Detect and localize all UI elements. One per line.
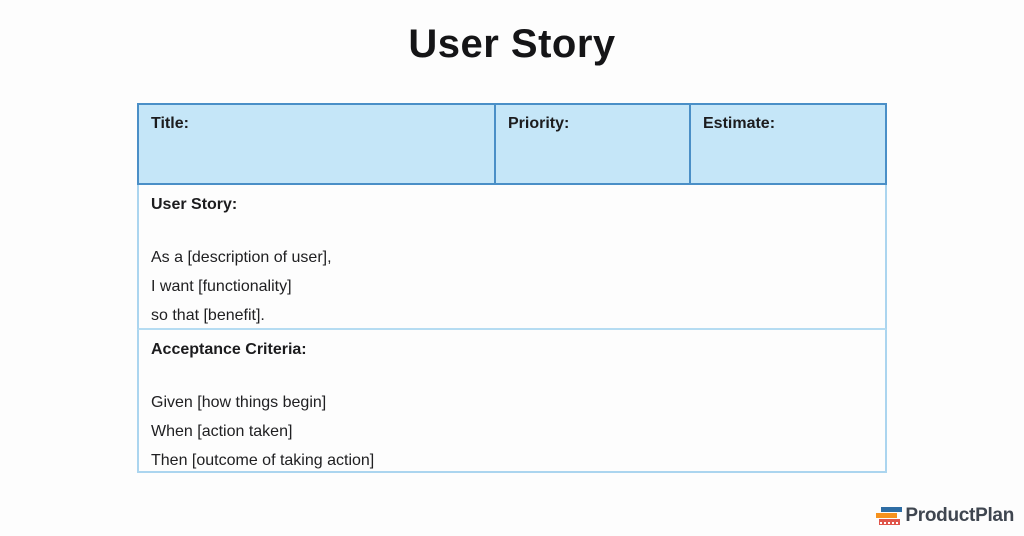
logo-bar-orange — [876, 512, 898, 518]
acceptance-criteria-line: Then [outcome of taking action] — [151, 452, 375, 469]
productplan-roadmap-bars-icon — [876, 506, 903, 527]
header-cell-priority: Priority: — [494, 105, 689, 183]
acceptance-criteria-line: When [action taken] — [151, 423, 293, 440]
productplan-logo-text: ProductPlan — [905, 505, 1014, 526]
logo-bar-red — [879, 518, 901, 525]
header-cell-title: Title: — [139, 105, 494, 183]
header-cell-estimate: Estimate: — [689, 105, 885, 183]
user-story-section-label: User Story: — [151, 196, 238, 213]
user-story-line: As a [description of user], — [151, 249, 332, 266]
acceptance-criteria-line: Given [how things begin] — [151, 394, 327, 411]
header-label-title: Title: — [151, 115, 189, 132]
user-story-table: Title: Priority: Estimate: User Story: A… — [137, 103, 887, 473]
acceptance-criteria-section: Acceptance Criteria: Given [how things b… — [137, 330, 887, 473]
productplan-logo: ProductPlan — [876, 505, 1014, 527]
user-story-line: I want [functionality] — [151, 278, 292, 295]
acceptance-criteria-section-label: Acceptance Criteria: — [151, 341, 307, 358]
header-label-estimate: Estimate: — [703, 115, 776, 132]
user-story-section: User Story: As a [description of user], … — [137, 185, 887, 330]
user-story-line: so that [benefit]. — [151, 307, 265, 324]
header-label-priority: Priority: — [508, 115, 570, 132]
table-header-row: Title: Priority: Estimate: — [137, 103, 887, 185]
page-title: User Story — [408, 22, 616, 66]
logo-bar-blue — [881, 506, 903, 512]
